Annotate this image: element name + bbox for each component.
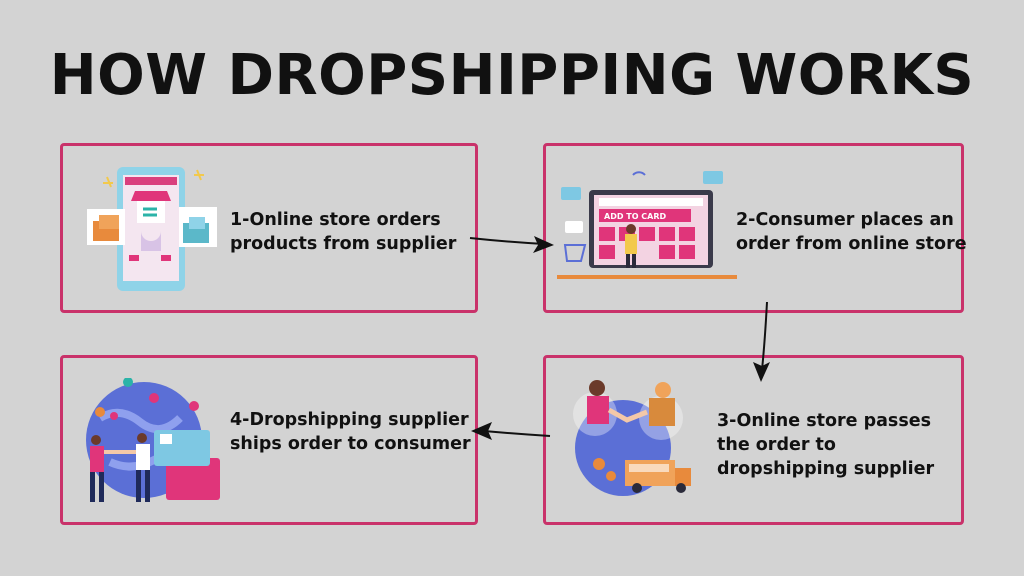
step-4-box (60, 355, 478, 525)
laptop-shop-icon: ADD TO CARD (557, 171, 737, 279)
handshake-truck-icon (573, 380, 691, 496)
globe-delivery-icon (86, 378, 220, 502)
phone-store-icon (87, 167, 217, 291)
step-2-box (543, 143, 964, 313)
page-title: HOW DROPSHIPPING WORKS (49, 43, 975, 108)
add-to-card-label: ADD TO CARD (604, 212, 667, 221)
arrow-step3-to-step4 (471, 422, 551, 440)
step-2-text: 2-Consumer places an order from online s… (736, 210, 967, 254)
step-4-text: 4-Dropshipping supplier ships order to c… (230, 410, 471, 454)
arrow-step2-to-step3 (753, 301, 770, 382)
step-1-text: 1-Online store orders products from supp… (230, 210, 457, 254)
step-1-box (60, 143, 478, 313)
step-3-text: 3-Online store passes the order to drops… (717, 411, 935, 479)
arrow-step1-to-step2 (469, 236, 554, 253)
step-3-box (543, 355, 964, 525)
